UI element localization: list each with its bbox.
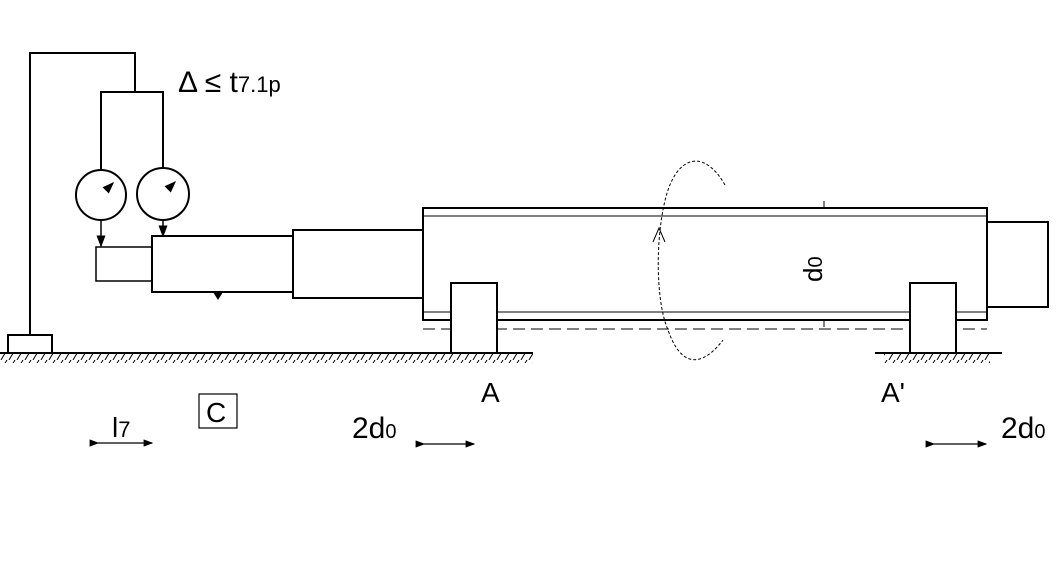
support-a bbox=[450, 282, 498, 354]
tolerance-label: Δ ≤ t7.1p bbox=[178, 66, 281, 99]
support-a-prime bbox=[909, 282, 957, 354]
datum-c-box bbox=[198, 393, 238, 429]
gauge-needle-icon bbox=[102, 181, 115, 194]
shaft-step-1 bbox=[151, 235, 294, 293]
right-span-label: 2d0 bbox=[1001, 412, 1046, 445]
rotation-indicator bbox=[652, 160, 726, 361]
ground-right bbox=[875, 352, 1002, 363]
support-a-label: A bbox=[481, 377, 500, 408]
rotation-arrow-icon bbox=[652, 226, 666, 243]
ground-left bbox=[0, 352, 533, 363]
shaft-step-2 bbox=[292, 229, 424, 299]
gauge-stand bbox=[7, 52, 164, 354]
shaft-main-body bbox=[422, 207, 988, 321]
support-a-prime-label: A' bbox=[881, 377, 905, 408]
dial-gauge-left bbox=[75, 169, 127, 248]
gauge-needle-icon bbox=[164, 180, 177, 193]
diameter-label: d0 bbox=[798, 256, 828, 282]
dial-gauge-right bbox=[136, 167, 190, 238]
datum-triangle-icon bbox=[213, 292, 223, 300]
shaft-end-journal bbox=[95, 246, 153, 282]
length-l7-label: l7 bbox=[112, 412, 130, 443]
stand-base bbox=[7, 334, 53, 354]
left-span-label: 2d0 bbox=[352, 412, 397, 445]
shaft-right-end bbox=[986, 221, 1049, 308]
shaft bbox=[95, 201, 1049, 330]
datum-c-label: C bbox=[206, 397, 226, 428]
